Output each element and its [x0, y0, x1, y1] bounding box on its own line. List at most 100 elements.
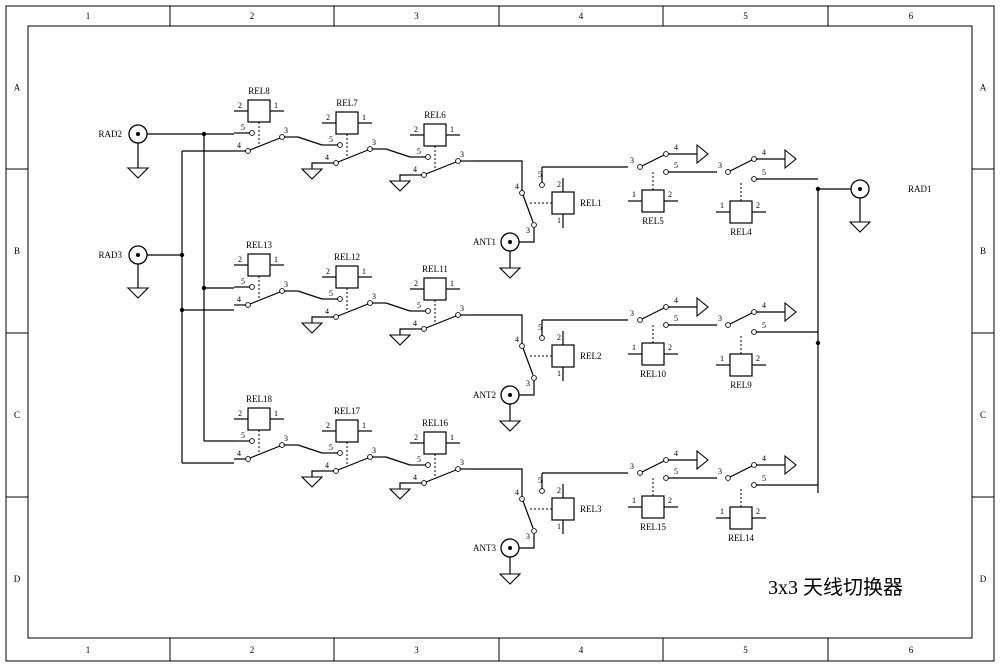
wire: [385, 456, 411, 466]
junction-dot: [201, 285, 207, 291]
switch-contact: [455, 466, 461, 472]
relay-coil: [335, 419, 359, 443]
relay-label: REL1: [580, 198, 602, 208]
relay-coil: [247, 99, 271, 123]
ground-symbol: [498, 573, 522, 585]
wire: [249, 291, 281, 305]
switch-contact: [519, 190, 525, 196]
pin-number: 2: [238, 255, 242, 264]
ground-triangle: [388, 488, 412, 500]
pin-number: 3: [526, 532, 530, 541]
pin-number: 2: [414, 279, 418, 288]
pin-number: 1: [362, 113, 366, 122]
pin-number: 2: [668, 190, 672, 199]
switch-contact: [367, 146, 373, 152]
pin-number: 3: [372, 292, 376, 301]
ground-triangle: [498, 267, 522, 279]
pin-number: 5: [538, 476, 542, 485]
pin-number: 4: [237, 295, 241, 304]
ground-triangle: [300, 322, 324, 334]
switch-contact: [421, 480, 427, 486]
grid-row-label: C: [980, 410, 986, 420]
pin-number: 1: [632, 190, 636, 199]
pin-number: 5: [241, 277, 245, 286]
switch-contact: [663, 169, 669, 175]
grid-column-label: 4: [579, 645, 584, 655]
switch-contact: [455, 158, 461, 164]
relay-label: REL13: [246, 240, 272, 250]
grid-column-label: 5: [743, 645, 748, 655]
pin-number: 5: [329, 135, 333, 144]
pin-number: 5: [762, 321, 766, 330]
switch-contact: [637, 317, 643, 323]
wire: [522, 347, 534, 376]
switch-contact: [333, 314, 339, 320]
switch-contact: [519, 343, 525, 349]
relay-coil: [551, 344, 575, 368]
ground-symbol: [300, 168, 324, 180]
pin-number: 4: [325, 307, 329, 316]
pin-number: 3: [460, 458, 464, 467]
relay-coil: [335, 265, 359, 289]
switch-contact: [725, 322, 731, 328]
pin-number: 4: [674, 143, 678, 152]
ground-symbol: [498, 420, 522, 432]
pin-number: 1: [720, 201, 724, 210]
relay-label: REL17: [334, 406, 360, 416]
switch-contact: [751, 309, 757, 315]
connector-ant2-label: ANT2: [473, 390, 496, 400]
relay-coil: [641, 495, 665, 519]
pin-number: 1: [274, 101, 278, 110]
connector-rad3: [128, 245, 148, 265]
ground-symbol: [498, 267, 522, 279]
switch-contact: [249, 130, 255, 136]
grid-column-label: 2: [250, 11, 255, 21]
pin-number: 5: [674, 467, 678, 476]
relay-label: REL14: [728, 533, 754, 543]
switch-contact: [425, 154, 431, 160]
wire: [337, 149, 369, 163]
connector-ant1-label: ANT1: [473, 237, 496, 247]
switch-contact: [751, 482, 757, 488]
output-arrow: [784, 454, 797, 476]
pin-number: 5: [329, 289, 333, 298]
relay-label: REL5: [642, 216, 664, 226]
relay-coil: [423, 123, 447, 147]
pin-number: 2: [756, 201, 760, 210]
sheet-title: 3x3 天线切换器: [768, 576, 903, 599]
pin-number: 5: [674, 314, 678, 323]
pin-number: 3: [718, 314, 722, 323]
relay-label: REL10: [640, 369, 666, 379]
wire: [641, 307, 665, 320]
relay-coil: [247, 253, 271, 277]
switch-contact: [249, 438, 255, 444]
relay-label: REL18: [246, 394, 272, 404]
output-switch: 345: [716, 148, 818, 182]
ground-triangle: [126, 167, 150, 179]
ant-switch: 453: [515, 166, 628, 235]
switch-contact: [531, 222, 537, 228]
ground-triangle: [126, 287, 150, 299]
pin-number: 4: [413, 319, 417, 328]
switch-contact: [751, 462, 757, 468]
pin-number: 4: [674, 296, 678, 305]
relay-coil: [423, 277, 447, 301]
wire: [311, 162, 322, 169]
relay-coil: [551, 497, 575, 521]
switch-contact: [245, 302, 251, 308]
switch-contact: [333, 468, 339, 474]
pin-number: 1: [557, 216, 561, 225]
coax-center: [508, 546, 512, 550]
pin-number: 5: [674, 161, 678, 170]
ground-triangle: [388, 180, 412, 192]
switch-contact: [337, 296, 343, 302]
output-switch: 345: [630, 143, 717, 175]
